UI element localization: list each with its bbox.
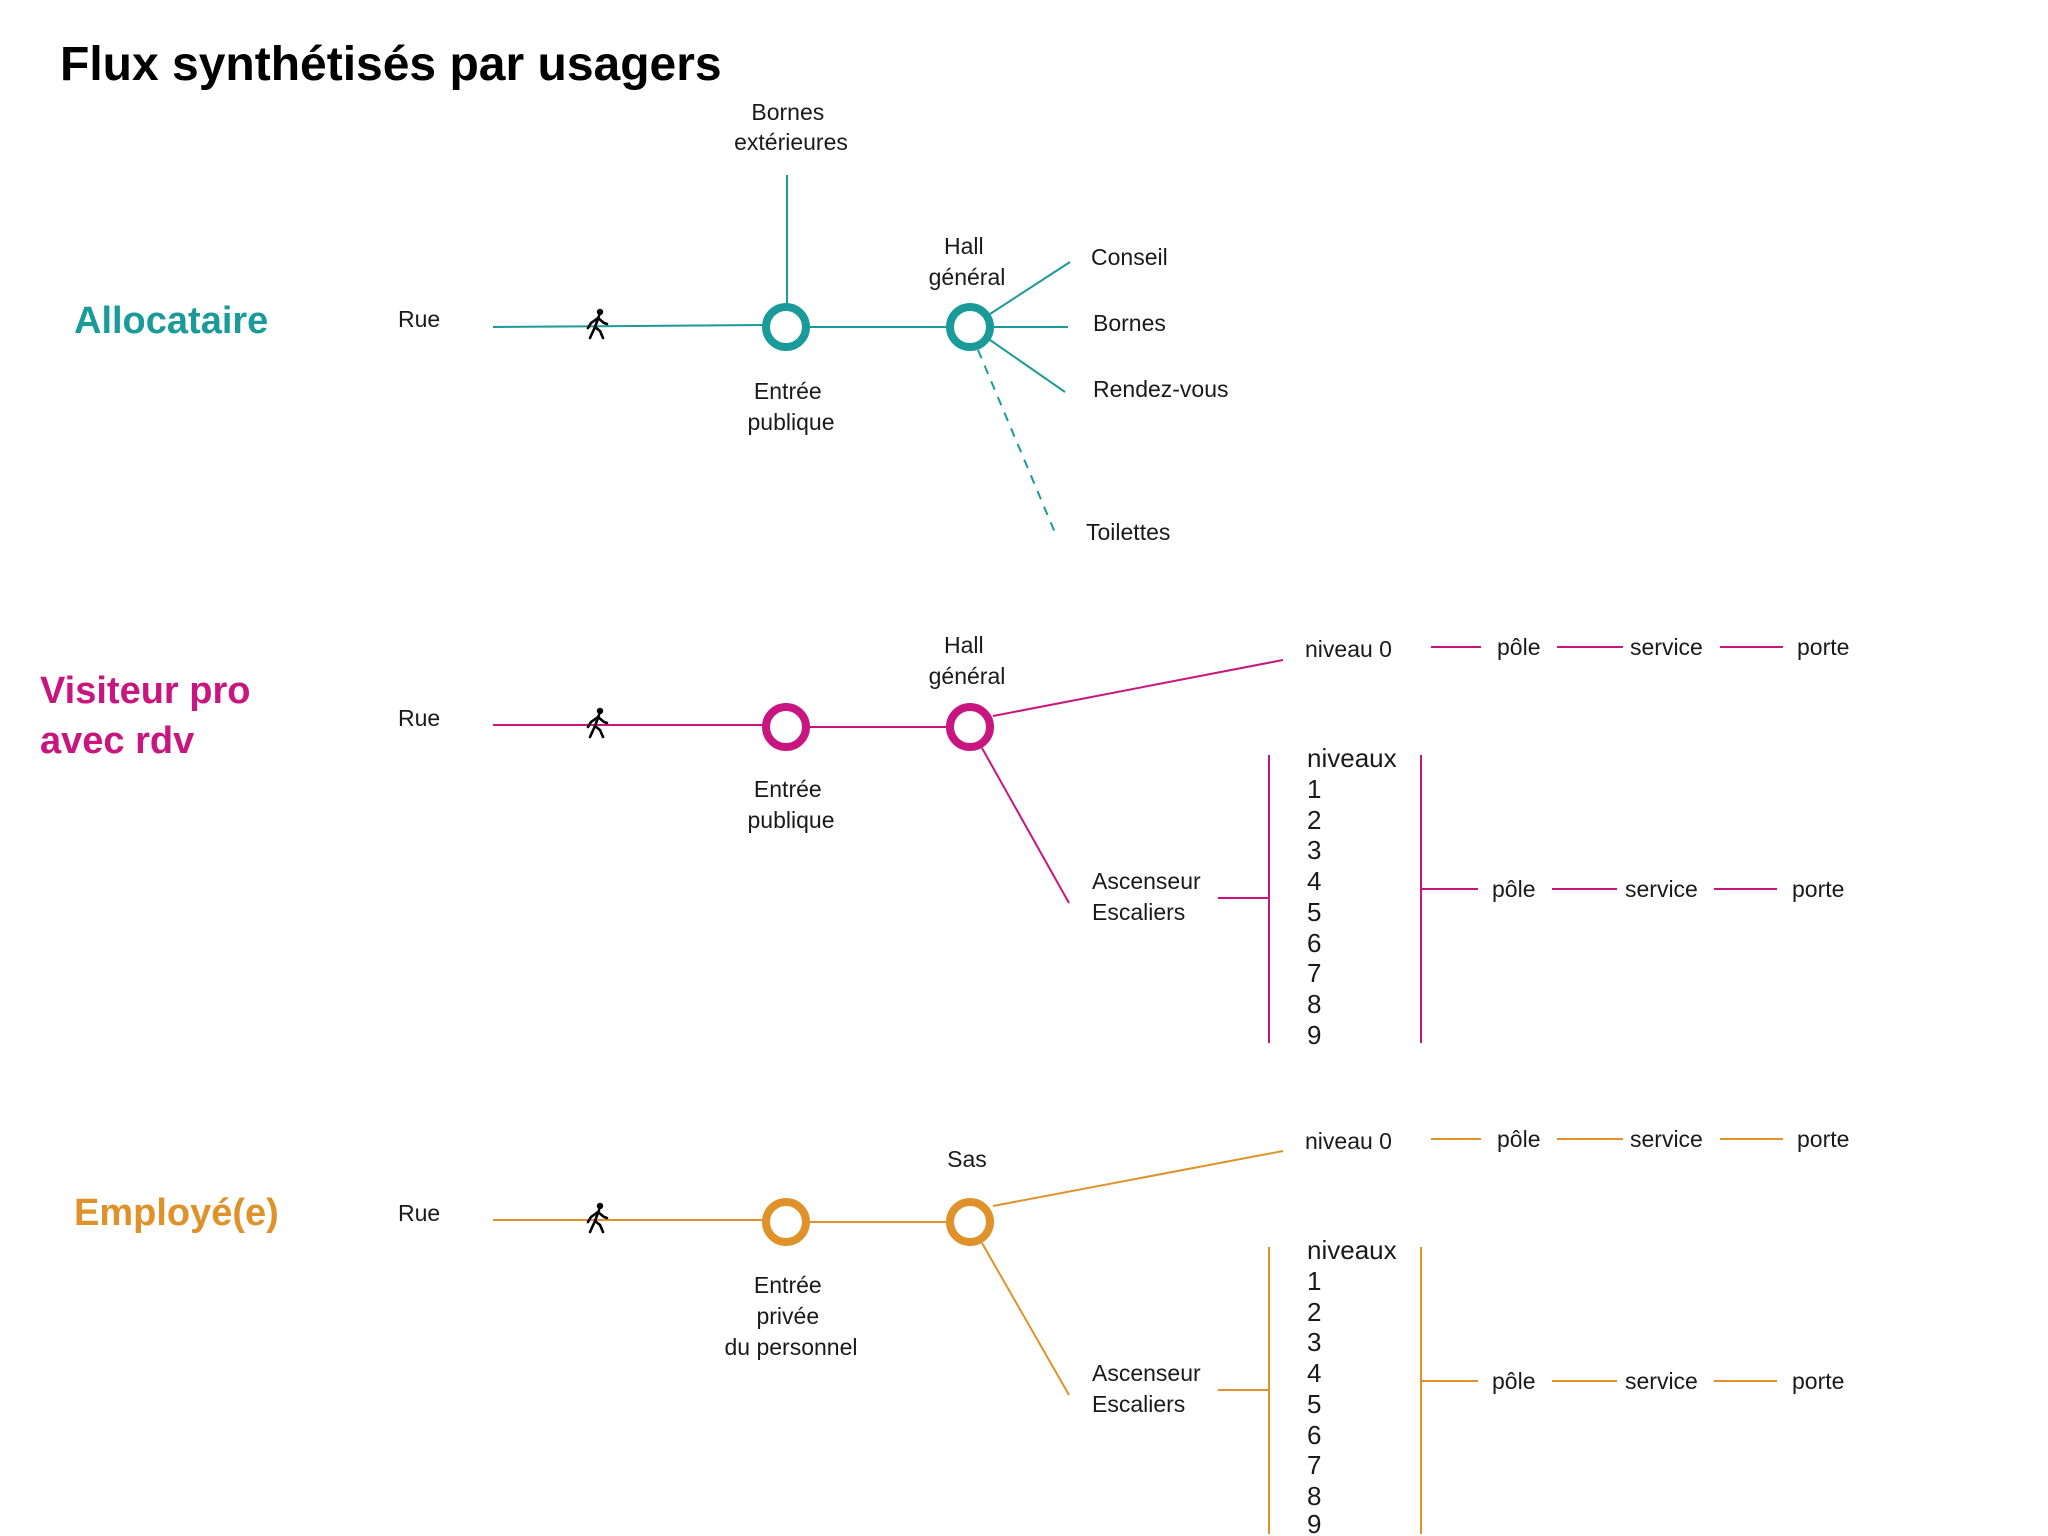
porte-label: porte <box>1792 1368 1844 1394</box>
ascenseur-escaliers-label: Ascenseur Escaliers <box>1092 868 1207 925</box>
levels-list: niveaux 1 2 3 4 5 6 7 8 9 <box>1307 1235 1404 1536</box>
hall-to-ascenseur-line <box>981 747 1070 904</box>
rue-to-entree-line <box>492 324 764 328</box>
pole-label: pôle <box>1492 1368 1535 1394</box>
entree-node <box>762 1198 810 1246</box>
sas-to-niveau0-line <box>992 1150 1284 1207</box>
hall-general-label: Hall général <box>929 632 1006 689</box>
entree-privee-label: Entrée privée du personnel <box>725 1272 858 1360</box>
walking-person-icon <box>586 706 609 739</box>
entree-publique-label: Entrée publique <box>748 776 835 833</box>
entree-node <box>762 703 810 751</box>
employe-flow: Employé(e) Rue Entrée privée du personne… <box>74 1126 1849 1536</box>
sas-node <box>946 1198 994 1246</box>
bornes-label: Bornes <box>1093 310 1166 336</box>
rue-label: Rue <box>398 306 440 332</box>
service-label: service <box>1625 876 1698 902</box>
niveau-0-label: niveau 0 <box>1305 1128 1392 1154</box>
rue-label: Rue <box>398 705 440 731</box>
service-label: service <box>1630 1126 1703 1152</box>
rendez-vous-label: Rendez-vous <box>1093 376 1229 402</box>
hall-node <box>946 703 994 751</box>
sas-to-ascenseur-line <box>981 1242 1070 1396</box>
walking-person-icon <box>586 1201 609 1234</box>
porte-label: porte <box>1797 1126 1849 1152</box>
pole-label: pôle <box>1497 1126 1540 1152</box>
service-label: service <box>1630 634 1703 660</box>
pole-label: pôle <box>1497 634 1540 660</box>
ascenseur-escaliers-label: Ascenseur Escaliers <box>1092 1360 1207 1417</box>
hall-to-niveau0-line <box>992 659 1284 717</box>
sas-label: Sas <box>947 1146 987 1172</box>
porte-label: porte <box>1792 876 1844 902</box>
entree-publique-label: Entrée publique <box>748 378 835 435</box>
hall-node <box>946 303 994 351</box>
toilettes-label: Toilettes <box>1086 519 1170 545</box>
conseil-label: Conseil <box>1091 244 1168 270</box>
allocataire-flow: Allocataire Rue Bornes extérieures Entré… <box>74 99 1229 545</box>
visiteur-flow: Visiteur pro avec rdv Rue Entrée publiqu… <box>40 632 1849 1050</box>
visiteur-label: Visiteur pro avec rdv <box>40 670 261 762</box>
pole-label: pôle <box>1492 876 1535 902</box>
hall-general-label: Hall général <box>929 233 1006 290</box>
walking-person-icon <box>586 307 609 340</box>
rendez-vous-branch <box>989 339 1066 393</box>
conseil-branch <box>989 261 1071 315</box>
entree-node <box>762 303 810 351</box>
niveau-0-label: niveau 0 <box>1305 636 1392 662</box>
rue-label: Rue <box>398 1200 440 1226</box>
page-title: Flux synthétisés par usagers <box>60 38 722 91</box>
levels-list: niveaux 1 2 3 4 5 6 7 8 9 <box>1307 743 1404 1050</box>
service-label: service <box>1625 1368 1698 1394</box>
bornes-exterieures-label: Bornes extérieures <box>734 99 848 155</box>
employe-label: Employé(e) <box>74 1192 279 1234</box>
porte-label: porte <box>1797 634 1849 660</box>
allocataire-label: Allocataire <box>74 300 268 342</box>
